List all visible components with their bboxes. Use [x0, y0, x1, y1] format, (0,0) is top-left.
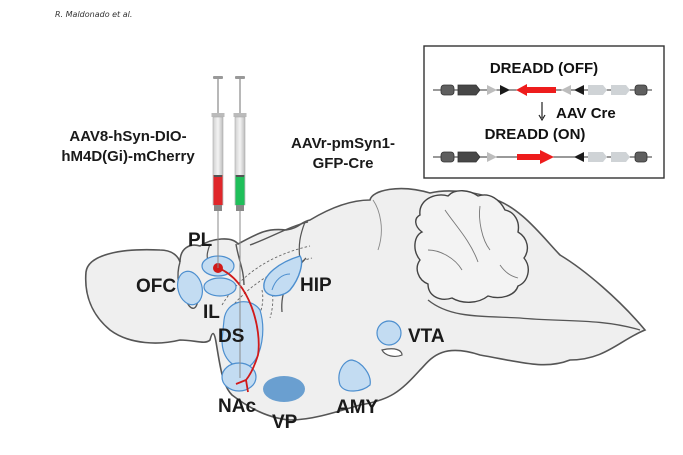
region-labels: PL OFC IL HIP DS VTA NAc VP AMY [136, 230, 445, 433]
construct-on [433, 150, 652, 164]
label-vp: VP [272, 412, 298, 433]
region-vp [263, 376, 305, 402]
label-vta: VTA [408, 326, 445, 347]
vector-label-dreadd: AAV8-hSyn-DIO- hM4D(Gi)-mCherry [48, 127, 208, 167]
region-il [203, 277, 237, 297]
region-ofc [177, 270, 203, 306]
syringe-fill-green [235, 175, 245, 205]
brain-sagittal [84, 187, 647, 421]
projection-terminal [235, 379, 249, 393]
label-il: IL [203, 302, 220, 323]
syringe-cre [233, 76, 247, 378]
vector-label-cre-line2: GFP-Cre [312, 155, 374, 172]
label-ofc: OFC [136, 276, 176, 297]
vector-label-dreadd-line1: AAV8-hSyn-DIO- [69, 128, 187, 145]
region-amy [338, 359, 371, 392]
inset-on-title: DREADD (ON) [485, 126, 586, 143]
inset-step-label: AAV Cre [556, 105, 616, 122]
syringe-dreadd [211, 76, 225, 268]
label-ds: DS [218, 326, 244, 347]
author-credit: R. Maldonado et al. [55, 10, 133, 19]
arrow-down-icon [538, 102, 546, 122]
dreadd-gene-forward [517, 150, 554, 164]
brain-regions [177, 255, 402, 402]
region-vta [376, 320, 402, 346]
vector-label-cre-line1: AAVr-pmSyn1- [291, 135, 395, 152]
projection-line [217, 267, 260, 381]
construct-off [433, 84, 652, 96]
vector-label-dreadd-line2: hM4D(Gi)-mCherry [61, 148, 195, 165]
inset-off-title: DREADD (OFF) [490, 60, 598, 77]
region-nac [221, 362, 257, 392]
dreadd-gene-inverted [516, 84, 556, 96]
vector-label-cre: AAVr-pmSyn1- GFP-Cre [268, 134, 418, 174]
label-pl: PL [188, 230, 213, 251]
dreadd-construct-inset: DREADD (OFF) AAV Cre DREADD (ON) [423, 45, 665, 179]
cerebellum [414, 190, 529, 303]
label-amy: AMY [336, 397, 379, 418]
label-hip: HIP [300, 275, 332, 296]
syringe-fill-red [213, 175, 223, 205]
label-nac: NAc [218, 396, 256, 417]
